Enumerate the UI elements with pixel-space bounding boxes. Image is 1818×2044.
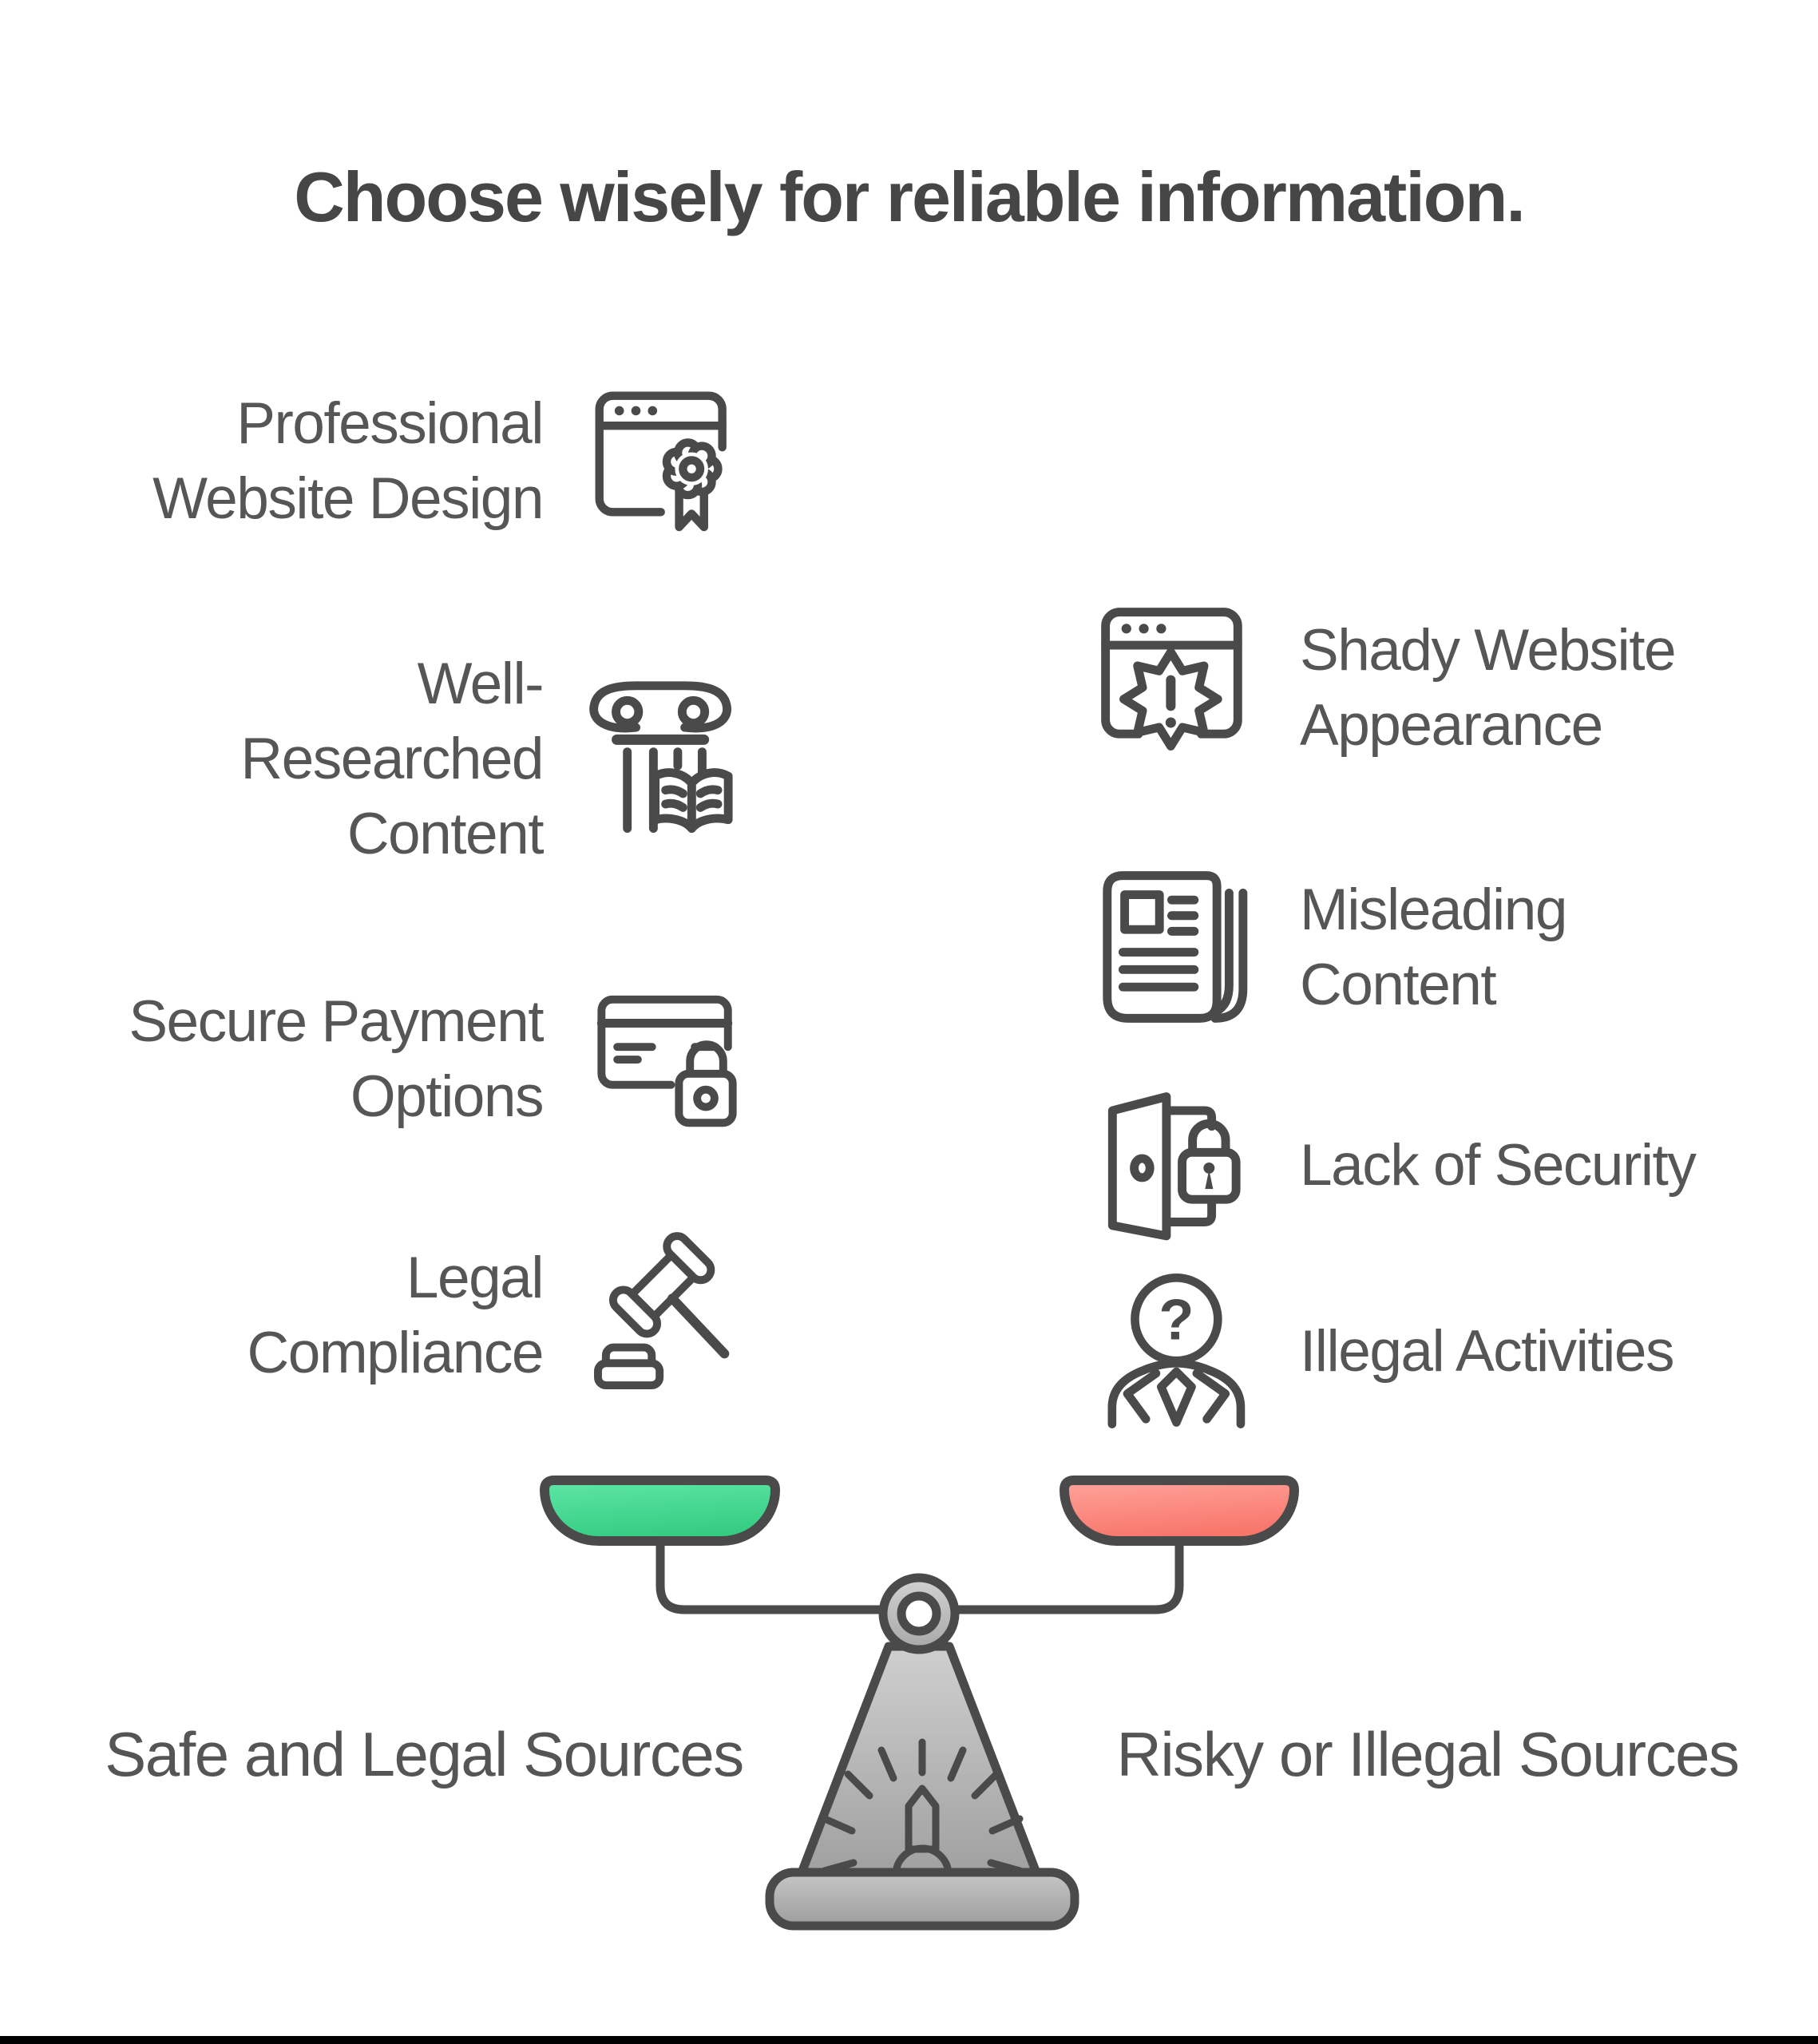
item-label-line: Compliance [247,1321,545,1385]
scale-pivot-hole [897,1591,941,1636]
left-pan-label: Safe and Legal Sources [105,1719,744,1789]
gavel-icon [585,1232,762,1390]
candle-dome [892,1844,953,1879]
credit-card-lock-icon [573,984,762,1142]
benefit-professional-website-design: Professional Website Design [0,386,544,537]
bottom-border [0,2036,1818,2044]
item-label-line: Content [347,802,545,866]
balance-scale [540,1476,1299,1931]
risk-lack-of-security: Lack of Security [1300,1128,1818,1203]
scale-base [765,1868,1079,1931]
item-label-line: Legal [406,1246,545,1310]
risk-illegal-activities: Illegal Activities [1300,1314,1818,1389]
item-label-line: Content [1300,953,1497,1017]
item-label-line: Illegal Activities [1300,1319,1675,1384]
item-label-line: Secure Payment [129,989,544,1054]
item-label-line: Researched [240,727,544,791]
item-label-line: Professional [236,391,544,456]
browser-award-icon [575,381,760,547]
risk-misleading-content: Misleading Content [1300,873,1818,1023]
item-label-line: Well- [417,652,545,716]
right-pan-label: Risky or Illegal Sources [1116,1719,1740,1789]
item-label-line: Lack of Security [1300,1133,1697,1198]
open-door-lock-icon [1088,1091,1265,1266]
benefit-secure-payment-options: Secure Payment Options [0,984,545,1135]
item-label-line: Appearance [1300,693,1603,758]
benefit-legal-compliance: Legal Compliance [0,1241,545,1391]
column-book-icon [580,668,758,842]
page-title: Choose wisely for reliable information. [294,157,1526,236]
svg-text:?: ? [1159,1289,1194,1353]
item-label-line: Options [350,1064,545,1129]
right-pan [1060,1476,1299,1546]
left-pan [540,1476,780,1546]
item-label-line: Website Design [152,466,544,531]
newspaper-icon [1088,860,1265,1034]
browser-warning-icon [1088,596,1265,770]
candle-emblem [905,1785,940,1853]
benefit-well-researched-content: Well- Researched Content [0,647,545,872]
risk-shady-website-appearance: Shady Website Appearance [1300,613,1818,763]
item-label-line: Shady Website [1300,618,1677,683]
item-label-line: Misleading [1300,877,1567,942]
anonymous-person-icon: ? [1100,1271,1269,1445]
